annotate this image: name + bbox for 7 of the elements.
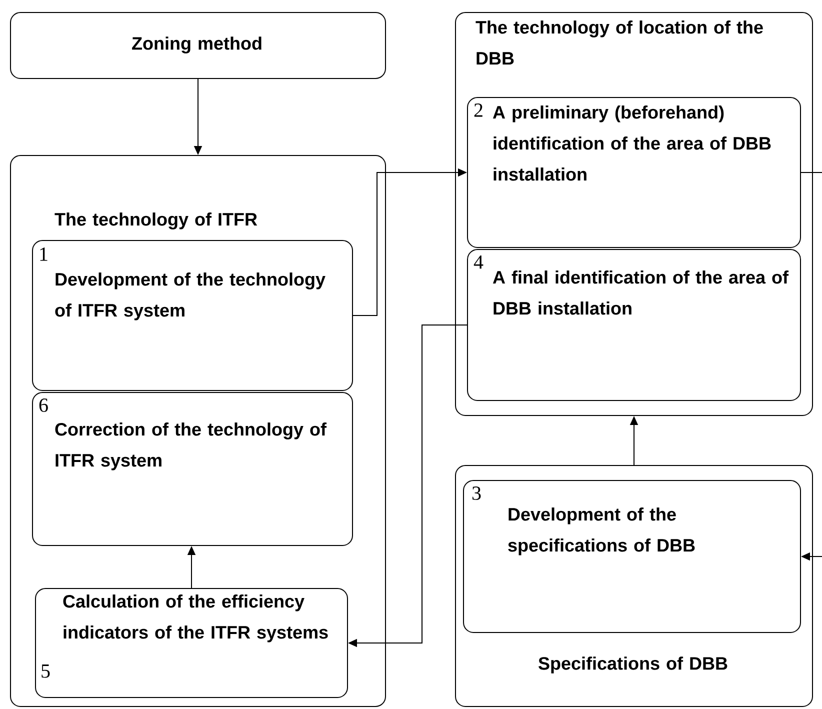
process-box: Zoning method (10, 12, 386, 79)
process-box: 1 Development of the technology of ITFR system (32, 240, 353, 391)
process-box: 2 A preliminary (beforehand) identification of the area of DBB installation (467, 97, 801, 248)
process-box: 5 Calculation of the efficiency indicators of the ITFR systems (35, 588, 348, 698)
process-box: 6 Correction of the technology of ITFR system (32, 392, 353, 546)
process-box: 4 A final identification of the area of DBB installation (467, 249, 801, 401)
process-box: 3 Development of the specifications of DBB (463, 480, 801, 633)
